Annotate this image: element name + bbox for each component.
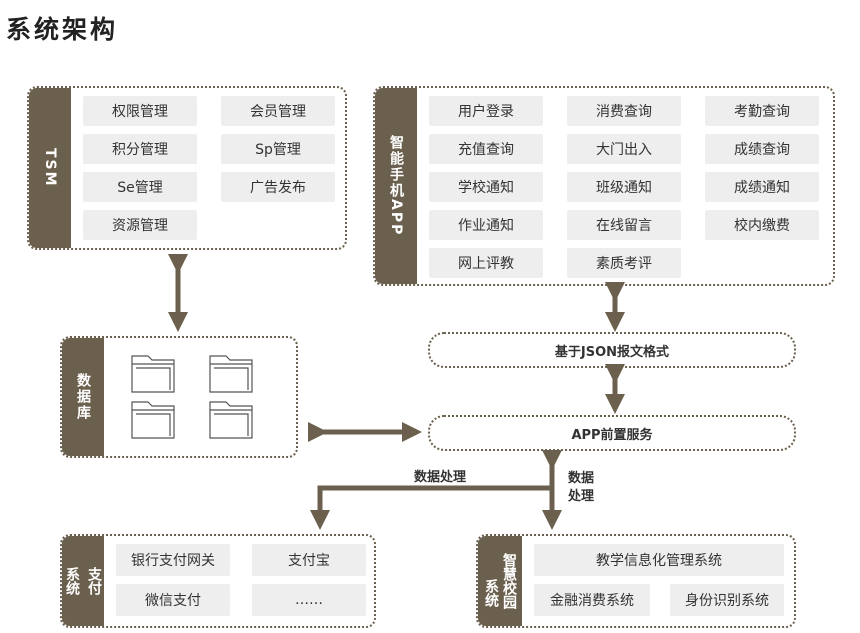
- tsm-item-points[interactable]: 积分管理: [83, 134, 197, 164]
- page-title: 系统架构: [6, 15, 119, 44]
- campus-panel: 智慧校园 系统 教学信息化管理系统 金融消费系统 身份识别系统: [476, 534, 796, 628]
- app-item-message[interactable]: 在线留言: [567, 210, 681, 240]
- payment-label-col2: 系统: [64, 567, 80, 595]
- tsm-label-text: TSM: [42, 148, 58, 188]
- app-item-consumption[interactable]: 消费查询: [567, 96, 681, 126]
- app-panel: 智能手机APP 用户登录 消费查询 考勤查询 充值查询 大门出入 成绩查询 学校…: [373, 86, 835, 286]
- campus-item-teaching[interactable]: 教学信息化管理系统: [534, 544, 784, 576]
- folder-icons: [131, 355, 253, 439]
- folder-icon: [131, 401, 175, 439]
- app-item-login[interactable]: 用户登录: [429, 96, 543, 126]
- pay-item-more[interactable]: ……: [252, 584, 366, 616]
- tsm-item-member[interactable]: 会员管理: [221, 96, 335, 126]
- app-label-text: 智能手机APP: [388, 135, 404, 237]
- campus-item-finance[interactable]: 金融消费系统: [534, 584, 650, 616]
- app-item-quality[interactable]: 素质考评: [567, 248, 681, 278]
- app-item-class-notice[interactable]: 班级通知: [567, 172, 681, 202]
- app-item-recharge[interactable]: 充值查询: [429, 134, 543, 164]
- payment-label-col1: 支付: [86, 567, 102, 595]
- app-item-payment[interactable]: 校内缴费: [705, 210, 819, 240]
- database-panel: 数据库: [60, 336, 298, 458]
- tsm-item-ads[interactable]: 广告发布: [221, 172, 335, 202]
- app-item-grade-notice[interactable]: 成绩通知: [705, 172, 819, 202]
- app-item-school-notice[interactable]: 学校通知: [429, 172, 543, 202]
- arrow-service-payment: [310, 485, 552, 530]
- flow-label-data-processing-vertical: 数据 处理: [568, 470, 594, 506]
- campus-label-col2: 系统: [483, 579, 499, 607]
- folder-icon: [131, 355, 175, 393]
- flow-label-data-processing: 数据处理: [414, 470, 467, 485]
- pay-item-bank-gateway[interactable]: 银行支付网关: [116, 544, 230, 576]
- payment-panel: 支付 系统 银行支付网关 支付宝 微信支付 ……: [60, 534, 376, 628]
- pay-item-alipay[interactable]: 支付宝: [252, 544, 366, 576]
- app-item-evaluation[interactable]: 网上评教: [429, 248, 543, 278]
- app-item-grades[interactable]: 成绩查询: [705, 134, 819, 164]
- tsm-item-permission[interactable]: 权限管理: [83, 96, 197, 126]
- tsm-panel: TSM 权限管理 会员管理 积分管理 Sp管理 Se管理 广告发布 资源管理: [27, 86, 347, 250]
- app-label: 智能手机APP: [375, 88, 417, 284]
- campus-item-identity[interactable]: 身份识别系统: [670, 584, 784, 616]
- folder-icon: [209, 401, 253, 439]
- tsm-label: TSM: [29, 88, 71, 248]
- campus-label-col1: 智慧校园: [501, 553, 517, 609]
- flow-label-line2: 处理: [568, 489, 595, 504]
- database-label: 数据库: [62, 338, 104, 456]
- app-item-attendance[interactable]: 考勤查询: [705, 96, 819, 126]
- json-message-layer: 基于JSON报文格式: [428, 332, 796, 368]
- folder-icon: [209, 355, 253, 393]
- tsm-item-resource[interactable]: 资源管理: [83, 210, 197, 240]
- app-front-service: APP前置服务: [428, 415, 796, 451]
- flow-label-line1: 数据: [568, 471, 595, 486]
- pay-item-wechat[interactable]: 微信支付: [116, 584, 230, 616]
- tsm-item-sp[interactable]: Sp管理: [221, 134, 335, 164]
- app-item-homework[interactable]: 作业通知: [429, 210, 543, 240]
- tsm-item-se[interactable]: Se管理: [83, 172, 197, 202]
- campus-label: 智慧校园 系统: [478, 536, 522, 626]
- database-label-text: 数据库: [75, 373, 91, 421]
- payment-label: 支付 系统: [62, 536, 104, 626]
- app-item-gate[interactable]: 大门出入: [567, 134, 681, 164]
